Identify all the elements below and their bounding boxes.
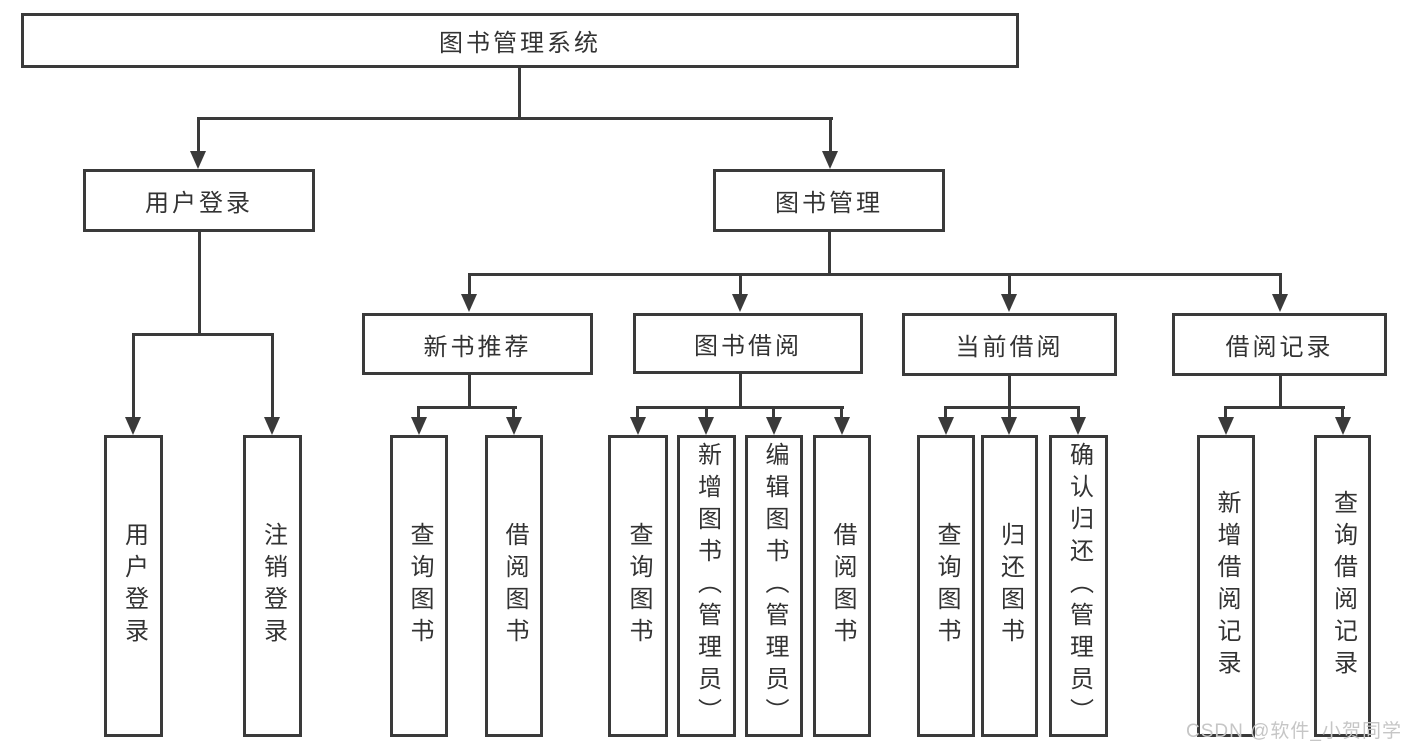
leaf-borrow-books-2: 借阅图书 (813, 435, 871, 737)
node-label: 归还图书 (996, 522, 1024, 650)
edge-drop-leaf (132, 333, 135, 421)
edge-group-stem (739, 374, 742, 409)
leaf-user-login: 用户登录 (104, 435, 163, 737)
leaf-query-books-1: 查询图书 (390, 435, 448, 737)
leaf-edit-book-admin: 编辑图书（管理员） (745, 435, 803, 737)
edge-level1-rail (197, 117, 833, 120)
leaf-query-borrow-record: 查询借阅记录 (1314, 435, 1371, 737)
edge-group-stem (1279, 376, 1282, 409)
leaf-confirm-return-admin: 确认归还（管理员） (1049, 435, 1108, 737)
arrowhead-down-icon (698, 417, 714, 435)
node-label: 图书管理 (775, 190, 883, 217)
node-label: 查询图书 (625, 522, 652, 650)
node-user-login-group: 用户登录 (83, 169, 315, 232)
edge-group-rail (944, 406, 1080, 409)
arrowhead-down-icon (461, 294, 477, 312)
edge-user-login-rail (132, 333, 274, 336)
edge-drop-leaf (840, 406, 843, 421)
node-label: 新增图书（管理员） (693, 442, 721, 730)
leaf-add-book-admin: 新增图书（管理员） (677, 435, 736, 737)
node-label: 查询图书 (406, 522, 433, 650)
node-label: 新书推荐 (423, 333, 532, 361)
arrowhead-down-icon (834, 417, 850, 435)
node-label: 当前借阅 (955, 334, 1064, 361)
arrowhead-down-icon (1335, 417, 1351, 435)
node-label: 确认归还（管理员） (1065, 442, 1093, 730)
edge-drop-leaf (1077, 406, 1080, 421)
arrowhead-down-icon (732, 294, 748, 312)
leaf-query-books-3: 查询图书 (917, 435, 975, 737)
arrowhead-down-icon (264, 417, 280, 435)
edge-user-login-stem (198, 232, 201, 336)
node-label: 用户登录 (120, 522, 148, 650)
edge-drop-group (1008, 273, 1011, 299)
node-book-borrowing: 图书借阅 (633, 313, 863, 374)
edge-drop-leaf (271, 333, 274, 421)
node-label: 用户登录 (145, 190, 253, 217)
leaf-borrow-books-1: 借阅图书 (485, 435, 543, 737)
arrowhead-down-icon (822, 151, 838, 169)
edge-drop-leaf (636, 406, 639, 421)
edge-root-stem (518, 68, 521, 120)
node-root: 图书管理系统 (21, 13, 1019, 68)
edge-drop-leaf (1008, 406, 1011, 421)
leaf-add-borrow-record: 新增借阅记录 (1197, 435, 1255, 737)
csdn-watermark: CSDN @软件_小贺同学 (1186, 721, 1402, 742)
arrowhead-down-icon (630, 417, 646, 435)
edge-drop-leaf (772, 406, 775, 421)
node-new-book-recommend: 新书推荐 (362, 313, 593, 375)
arrowhead-down-icon (411, 417, 427, 435)
edge-drop-group (1279, 273, 1282, 299)
node-borrowing-records: 借阅记录 (1172, 313, 1387, 376)
node-label: 查询借阅记录 (1329, 490, 1357, 682)
edge-group-stem (1008, 376, 1011, 409)
arrowhead-down-icon (938, 417, 954, 435)
edge-drop-leaf (1224, 406, 1227, 421)
edge-group-rail (418, 406, 517, 409)
arrowhead-down-icon (1272, 294, 1288, 312)
node-label: 编辑图书（管理员） (761, 442, 788, 730)
arrowhead-down-icon (506, 417, 522, 435)
node-current-borrowing: 当前借阅 (902, 313, 1117, 376)
edge-drop-leaf (944, 406, 947, 421)
edge-level2-rail (468, 273, 1282, 276)
edge-drop-group (739, 273, 742, 299)
leaf-return-books: 归还图书 (981, 435, 1038, 737)
edge-group-rail (636, 406, 844, 409)
node-label: 查询图书 (933, 522, 960, 650)
node-label: 借阅图书 (501, 522, 528, 650)
arrowhead-down-icon (1070, 417, 1086, 435)
node-label: 借阅记录 (1225, 334, 1334, 361)
edge-drop-user-login (197, 117, 200, 155)
node-label: 借阅图书 (829, 522, 856, 650)
edge-group-rail (1224, 406, 1345, 409)
arrowhead-down-icon (1001, 294, 1017, 312)
arrowhead-down-icon (190, 151, 206, 169)
edge-drop-leaf (512, 406, 515, 421)
edge-drop-leaf (1341, 406, 1344, 421)
edge-group-stem (468, 375, 471, 409)
node-book-management: 图书管理 (713, 169, 945, 232)
edge-book-management-stem (828, 232, 831, 276)
node-label: 新增借阅记录 (1213, 490, 1240, 682)
node-label: 注销登录 (259, 522, 287, 650)
node-label: 图书管理系统 (439, 30, 601, 57)
leaf-query-books-2: 查询图书 (608, 435, 668, 737)
arrowhead-down-icon (766, 417, 782, 435)
edge-drop-leaf (705, 406, 708, 421)
edge-drop-book-management (829, 117, 832, 155)
edge-drop-leaf (417, 406, 420, 421)
arrowhead-down-icon (1218, 417, 1234, 435)
arrowhead-down-icon (1001, 417, 1017, 435)
edge-drop-group (468, 273, 471, 299)
node-label: 图书借阅 (694, 333, 802, 360)
leaf-logout-login: 注销登录 (243, 435, 302, 737)
arrowhead-down-icon (125, 417, 141, 435)
